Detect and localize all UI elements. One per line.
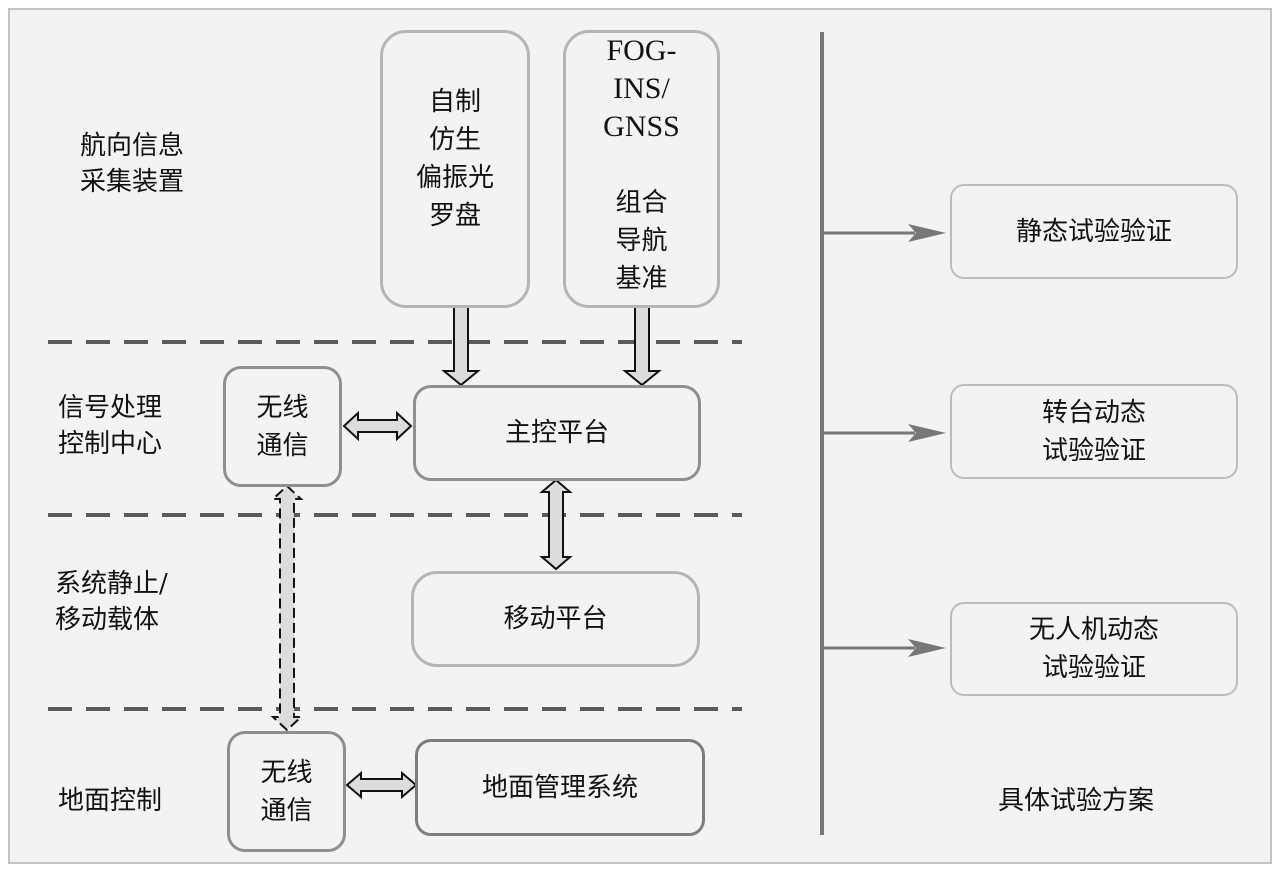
node-main-control-label: 主控平台 <box>504 418 609 448</box>
layer-label-processing: 信号处理 控制中心 <box>58 393 163 459</box>
node-fog-ins-gnss-latin: FOG- INS/ GNSS <box>603 34 680 143</box>
test-static: 静态试验验证 <box>950 184 1238 279</box>
arrow-main-mobile <box>539 478 573 571</box>
arrow-wireless-link <box>270 484 304 732</box>
node-main-control: 主控平台 <box>413 385 701 481</box>
node-wireless-bottom-label: 无线 通信 <box>260 757 313 826</box>
tests-title: 具体试验方案 <box>998 786 1155 816</box>
node-mobile-platform-label: 移动平台 <box>503 604 608 634</box>
arrow-wireless-main <box>342 410 413 442</box>
node-polarized-compass-label: 自制 仿生 偏振光 罗盘 <box>415 87 494 231</box>
arrow-wireless-ground <box>345 770 418 800</box>
arrow-to-static-test <box>822 224 946 242</box>
test-arrows <box>822 224 946 657</box>
test-static-label: 静态试验验证 <box>1015 216 1172 247</box>
node-wireless-top-label: 无线 通信 <box>256 392 309 461</box>
node-ground-management: 地面管理系统 <box>415 739 705 836</box>
node-polarized-compass: 自制 仿生 偏振光 罗盘 <box>380 30 530 308</box>
node-fog-ins-gnss-cjk: 组合 导航 基准 <box>615 188 668 294</box>
node-ground-management-label: 地面管理系统 <box>481 772 638 803</box>
arrow-to-uav-test <box>822 639 946 657</box>
arrow-to-turntable-test <box>822 424 946 442</box>
node-wireless-top: 无线 通信 <box>223 366 342 487</box>
node-mobile-platform: 移动平台 <box>411 571 700 667</box>
layer-label-ground: 地面控制 <box>58 786 163 816</box>
test-turntable-label: 转台动态 试验验证 <box>1041 397 1146 466</box>
test-uav: 无人机动态 试验验证 <box>950 602 1238 696</box>
arrow-fog-to-main <box>622 303 662 387</box>
node-wireless-bottom: 无线 通信 <box>227 731 346 852</box>
layer-label-acquisition: 航向信息 采集装置 <box>80 131 185 197</box>
layer-label-carrier: 系统静止/ 移动载体 <box>55 569 168 635</box>
layer-dividers <box>48 340 742 711</box>
test-uav-label: 无人机动态 试验验证 <box>1028 615 1159 683</box>
arrow-compass-to-main <box>441 303 481 387</box>
node-fog-ins-gnss: FOG- INS/ GNSS 组合 导航 基准 <box>563 30 720 308</box>
test-turntable: 转台动态 试验验证 <box>950 384 1238 479</box>
